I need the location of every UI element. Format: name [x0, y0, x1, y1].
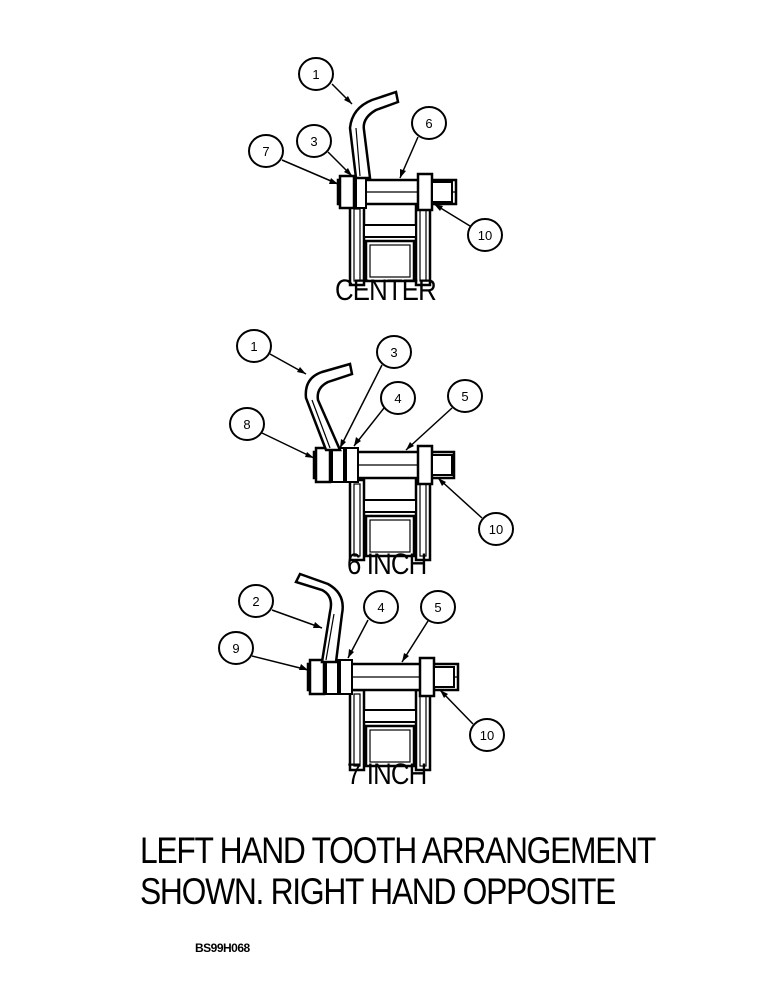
caption-7-inch: 7 INCH [347, 758, 427, 791]
svg-text:8: 8 [243, 417, 250, 432]
svg-text:3: 3 [310, 134, 317, 149]
svg-text:6: 6 [425, 116, 432, 131]
callout-7: 7 [248, 134, 339, 185]
svg-text:1: 1 [312, 67, 319, 82]
svg-text:3: 3 [390, 345, 397, 360]
svg-text:5: 5 [461, 389, 468, 404]
callout-2: 2 [238, 584, 323, 629]
callout-10: 10 [439, 689, 505, 752]
note-line-2: SHOWN. RIGHT HAND OPPOSITE [140, 871, 616, 912]
svg-text:2: 2 [252, 594, 259, 609]
tooth-shank [348, 90, 400, 180]
callout-8: 8 [229, 407, 315, 459]
svg-text:10: 10 [478, 228, 492, 243]
svg-text:5: 5 [434, 600, 441, 615]
svg-text:7: 7 [262, 144, 269, 159]
callout-10: 10 [433, 203, 503, 252]
caption-center: CENTER [335, 274, 437, 307]
view-center: 1 3 6 7 10 [248, 57, 503, 287]
callout-6: 6 [399, 106, 447, 179]
svg-text:10: 10 [489, 522, 503, 537]
callout-3: 3 [339, 335, 412, 449]
callout-10: 10 [437, 477, 514, 546]
svg-text:4: 4 [394, 391, 401, 406]
svg-text:10: 10 [480, 728, 494, 743]
callout-4: 4 [353, 381, 416, 447]
view-6-inch: 1 3 4 5 8 10 [229, 329, 514, 562]
callout-3: 3 [296, 124, 353, 177]
note-line-1: LEFT HAND TOOTH ARRANGEMENT [140, 830, 656, 871]
figure-code: BS99H068 [195, 941, 250, 955]
mount-frame [348, 203, 432, 287]
callout-4: 4 [347, 590, 399, 659]
tooth-shank [304, 362, 354, 452]
svg-text:4: 4 [377, 600, 384, 615]
callout-5: 5 [401, 590, 456, 663]
caption-6-inch: 6 INCH [347, 548, 427, 581]
callout-1: 1 [236, 329, 307, 375]
callout-9: 9 [218, 631, 309, 671]
svg-text:9: 9 [232, 641, 239, 656]
view-7-inch: 2 4 5 9 10 [218, 572, 505, 772]
callout-5: 5 [405, 379, 483, 451]
tooth-shank [294, 572, 344, 664]
callout-1: 1 [298, 57, 353, 105]
svg-text:1: 1 [250, 339, 257, 354]
